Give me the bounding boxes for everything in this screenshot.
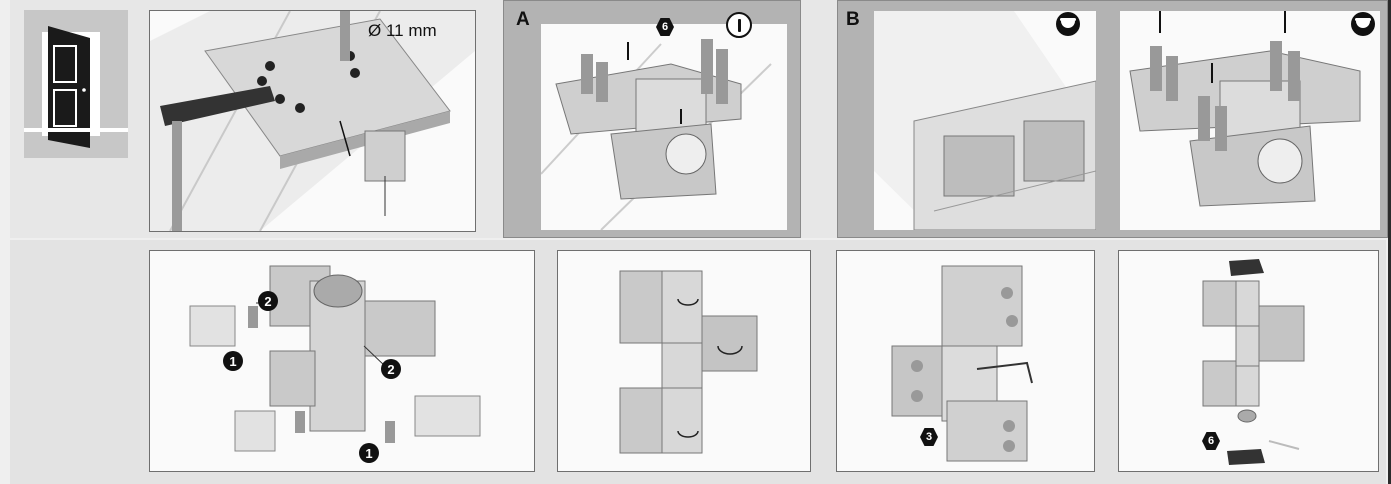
panel-b-profile [874, 11, 1096, 230]
round-slot-icon [726, 12, 752, 38]
hinge-rotate-illustration [619, 270, 758, 454]
cup-icon [1351, 12, 1375, 36]
step-badge-1: 1 [223, 351, 243, 371]
adjust-panel: 3 [836, 250, 1095, 472]
panel-a-image [541, 24, 787, 230]
door-tile [24, 10, 128, 158]
cup-icon [1056, 12, 1080, 36]
drill-diameter: Ø 11 mm [368, 21, 437, 40]
hinge-install-a-illustration [541, 39, 772, 230]
step-badge-6: 6 [656, 18, 674, 36]
exploded-hinge-panel: 2 2 1 1 [149, 250, 535, 472]
step-badge-1: 1 [359, 443, 379, 463]
step-badge-2: 2 [258, 291, 278, 311]
panel-b: B [837, 0, 1388, 238]
caps-panel: 6 [1118, 250, 1379, 472]
sheet-edge [1388, 0, 1391, 484]
panel-b-letter: B [846, 9, 860, 30]
panel-a-letter: A [516, 9, 530, 30]
panel-a: A 6 [503, 0, 801, 238]
step-badge-3: 3 [920, 428, 938, 446]
step-badge-2: 2 [381, 359, 401, 379]
drill-panel: Ø 11 mm [149, 10, 476, 232]
panel-b-hinge [1120, 11, 1380, 230]
drill-illustration [150, 11, 475, 231]
caps-illustration [1202, 259, 1305, 465]
hinge-rotate-panel [557, 250, 811, 472]
exploded-hinge-illustration [189, 265, 481, 452]
adjust-illustration [891, 265, 1033, 462]
hinge-install-b-illustration [1129, 11, 1361, 207]
door-icon [24, 26, 128, 148]
profile-illustration [874, 11, 1096, 230]
step-badge-6: 6 [1202, 432, 1220, 450]
